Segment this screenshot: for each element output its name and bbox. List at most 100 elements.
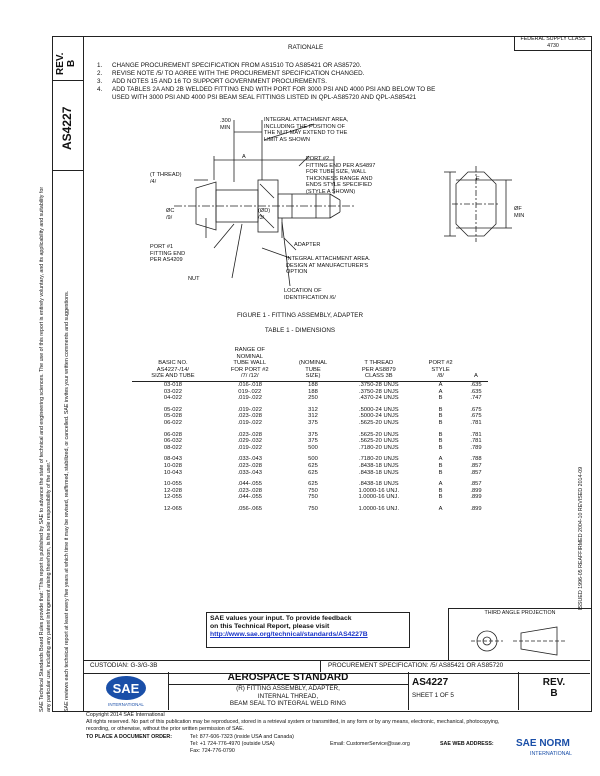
table-cell: .019-.022 — [237, 395, 262, 402]
table-cell: 375 — [308, 431, 318, 438]
table-cell: 750 — [308, 487, 318, 494]
col-wall-range: RANGE OF NOMINAL TUBE WALL FOR PORT #2 /… — [213, 346, 286, 382]
table-cell: .675 — [470, 406, 482, 413]
table-cell: B — [438, 395, 443, 402]
col-port2-style: PORT #2 STYLE /8/ — [417, 346, 464, 382]
label-dia-c: ØC /9/ — [166, 208, 175, 221]
table-cell: .3750-28 UNJS — [358, 381, 399, 388]
table-cell: .044-.055 — [237, 481, 262, 488]
table-cell: .029-.032 — [237, 438, 262, 445]
table-cell: .5625-20 UNJS — [358, 438, 399, 445]
table-cell: B — [438, 413, 443, 420]
table-cell: 1.0000-16 UNJ. — [358, 494, 400, 501]
table-cell: 625 — [308, 462, 318, 469]
table-cell: .675 — [470, 413, 482, 420]
table-cell: .023-.028 — [237, 462, 262, 469]
footer-rights: All rights reserved. No part of this pub… — [86, 719, 500, 725]
feedback-link[interactable]: http://www.sae.org/technical/standards/A… — [210, 631, 368, 638]
left-rev-value: B — [66, 59, 77, 67]
table-cell: .023-.028 — [237, 487, 262, 494]
table-cell: 750 — [308, 494, 318, 501]
table-cell: .023-.028 — [237, 413, 262, 420]
custodian-row — [84, 660, 590, 674]
table-cell: 12-065 — [163, 505, 182, 512]
table-cell: B — [438, 444, 443, 451]
footer-order-label: TO PLACE A DOCUMENT ORDER: — [86, 734, 173, 740]
table-cell: 312 — [308, 406, 318, 413]
label-port2: PORT #2 FITTING END PER AS4897 FOR TUBE … — [306, 156, 376, 195]
fed-code-label: FEDERAL SUPPLY CLASS — [520, 36, 586, 42]
logo-cell: SAE INTERNATIONAL — [84, 672, 169, 710]
rationale-list: 1.CHANGE PROCUREMENT SPECIFICATION FROM … — [97, 62, 517, 102]
table-cell: B — [438, 406, 443, 413]
table-cell: .857 — [470, 481, 482, 488]
col-a: A — [463, 346, 488, 382]
table-cell: .019-.022 — [237, 444, 262, 451]
sae-logo: SAE INTERNATIONAL — [106, 676, 146, 707]
table-cell: 06-022 — [163, 419, 182, 426]
col-basic-no: BASIC NO. AS4227-/14/ SIZE AND TUBE — [132, 346, 214, 382]
footer-email: Email: CustomerService@sae.org — [330, 741, 410, 747]
dimensions-table: BASIC NO. AS4227-/14/ SIZE AND TUBE RANG… — [132, 346, 488, 512]
table-cell: .5625-20 UNJS — [358, 431, 399, 438]
table-cell: .635 — [470, 388, 482, 395]
table-cell: .781 — [470, 431, 482, 438]
table-cell: .781 — [470, 419, 482, 426]
table-cell: .019-.022 — [237, 406, 262, 413]
table-cell: B — [438, 487, 443, 494]
rationale-item: 2.REVISE NOTE /5/ TO AGREE WITH THE PROC… — [97, 70, 365, 77]
table-cell: .899 — [470, 494, 482, 501]
table-cell: .056-.065 — [237, 505, 262, 512]
label-integral-area: INTEGRAL ATTACHMENT AREA, INCLUDING THE … — [264, 117, 349, 143]
table-cell: B — [438, 469, 443, 476]
footer-fax: Fax: 724-776-0790 — [190, 748, 235, 754]
desc-line2: INTERNAL THREAD, — [257, 692, 319, 700]
table-cell: 08-043 — [163, 456, 182, 463]
table-cell: 08-022 — [163, 444, 182, 451]
table-cell: .7180-20 UNJS — [358, 456, 399, 463]
feedback-box: SAE values your input. To provide feedba… — [206, 612, 410, 648]
table-cell: 05-028 — [163, 413, 182, 420]
custodian-divider — [320, 660, 321, 672]
label-port1: PORT #1 FITTING END PER AS4209 — [150, 244, 186, 264]
rev-cell: REV. B — [518, 672, 590, 710]
fed-code-num: 4730 — [547, 42, 559, 49]
svg-text:INTERNATIONAL: INTERNATIONAL — [108, 702, 144, 707]
table-cell: 625 — [308, 481, 318, 488]
left-disclaimer-2: SAE reviews each technical report at lea… — [64, 290, 70, 712]
label-design-area: INTEGRAL ATTACHMENT AREA. DESIGN AT MANU… — [286, 256, 371, 276]
footer-tel1: Tel: 877-606-7323 (inside USA and Canada… — [190, 734, 294, 740]
fitting-drawing — [174, 120, 512, 287]
table-cell: B — [438, 431, 443, 438]
label-dia-d: (ØD) /3/ — [258, 208, 271, 221]
footer-web: SAE WEB ADDRESS: — [440, 741, 494, 747]
table-cell: 500 — [308, 444, 318, 451]
table-cell: .8438-18 UNJS — [358, 462, 399, 469]
label-adapter: ADAPTER — [294, 242, 321, 248]
rationale-item: USED WITH 3000 PSI AND 4000 PSI BEAM SEA… — [112, 94, 417, 101]
third-angle-box: THIRD ANGLE PROJECTION — [448, 608, 591, 661]
custodian: CUSTODIAN: G-3/G-3B — [90, 662, 158, 669]
col-tube-size: (NOMINAL TUBE SIZE) — [285, 346, 341, 382]
table-cell: 10-043 — [163, 469, 182, 476]
left-rev-label: REV. — [55, 52, 66, 75]
table-title: TABLE 1 - DIMENSIONS — [264, 327, 336, 334]
doc-number: AS4227 — [412, 677, 449, 688]
watermark-logo: SAE NORM — [516, 738, 570, 749]
table-cell: B — [438, 419, 443, 426]
label-t-thread: (T THREAD) /4/ — [150, 172, 182, 185]
left-doc-number: AS4227 — [60, 106, 74, 150]
table-cell: 188 — [308, 388, 318, 395]
table-cell: .033-.043 — [237, 456, 262, 463]
rev-label: REV. — [542, 677, 566, 688]
